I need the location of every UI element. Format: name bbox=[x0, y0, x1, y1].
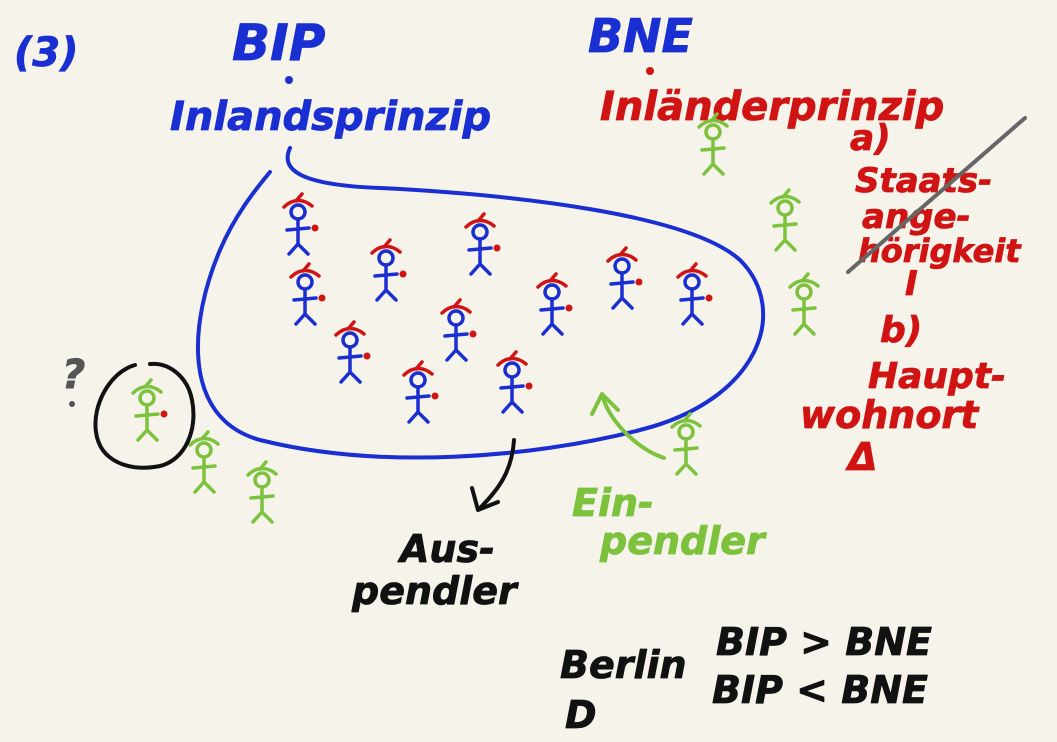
foreigner-figure-2 bbox=[769, 188, 801, 252]
einpendler-label-2: pendler bbox=[599, 519, 767, 563]
criterion-a-mark: I bbox=[905, 264, 918, 304]
foreigner-figure-6 bbox=[670, 412, 702, 476]
resident-figure-10 bbox=[402, 360, 439, 424]
foreigner-figure-5 bbox=[246, 460, 278, 524]
comparison-relation-2: BIP < BNE bbox=[712, 668, 928, 712]
inlandsprinzip-label: Inlandsprinzip bbox=[170, 94, 491, 140]
resident-figure-9 bbox=[440, 298, 477, 362]
auspendler-arrowhead bbox=[470, 486, 500, 512]
criterion-b-label: b) bbox=[880, 310, 922, 351]
bip-dot bbox=[285, 76, 293, 84]
section-number: (3) bbox=[14, 30, 78, 76]
strikethrough-line bbox=[846, 116, 1027, 274]
bne-dot bbox=[646, 67, 654, 75]
resident-figure-1 bbox=[282, 192, 319, 256]
auspendler-label-1: Aus- bbox=[397, 527, 495, 571]
einpendler-arrow bbox=[601, 396, 666, 460]
auspendler-arrow bbox=[478, 438, 516, 510]
foreigner-figure-4 bbox=[188, 430, 220, 494]
comparison-city-initial: D bbox=[565, 693, 597, 737]
comparison-city: Berlin bbox=[560, 643, 687, 687]
criterion-b-text-1: Haupt- bbox=[868, 356, 1006, 397]
resident-figure-6 bbox=[606, 246, 643, 310]
resident-figure-7 bbox=[676, 262, 713, 326]
resident-figure-3 bbox=[464, 212, 501, 276]
criterion-a-label: a) bbox=[850, 118, 891, 159]
criterion-b-mark: Δ bbox=[845, 435, 877, 479]
country-boundary bbox=[196, 146, 765, 460]
resident-figure-5 bbox=[536, 272, 573, 336]
foreigner-figure-3 bbox=[788, 272, 820, 336]
residents-group bbox=[282, 192, 713, 424]
criterion-a-text-2: ange- bbox=[862, 197, 971, 237]
resident-figure-11 bbox=[496, 350, 533, 414]
einpendler-label-1: Ein- bbox=[572, 481, 654, 525]
inlaenderprinzip-label: Inländerprinzip bbox=[600, 84, 944, 130]
bne-heading: BNE bbox=[588, 9, 693, 63]
bip-heading: BIP bbox=[232, 14, 325, 72]
resident-figure-4 bbox=[289, 262, 326, 326]
comparison-relation-1: BIP > BNE bbox=[716, 620, 932, 664]
resident-figure-2 bbox=[370, 238, 407, 302]
question-dot bbox=[69, 401, 75, 407]
questioned-figure bbox=[131, 378, 168, 442]
foreigners-group bbox=[131, 112, 820, 524]
auspendler-label-2: pendler bbox=[351, 569, 519, 613]
criterion-b-text-2: wohnort bbox=[800, 393, 980, 437]
resident-figure-8 bbox=[334, 320, 371, 384]
highlight-circle bbox=[93, 361, 196, 470]
question-mark: ? bbox=[62, 352, 85, 398]
foreigner-figure-1 bbox=[697, 112, 729, 176]
criterion-a-text-3: hörigkeit bbox=[858, 232, 1022, 270]
einpendler-arrowhead bbox=[590, 392, 620, 416]
